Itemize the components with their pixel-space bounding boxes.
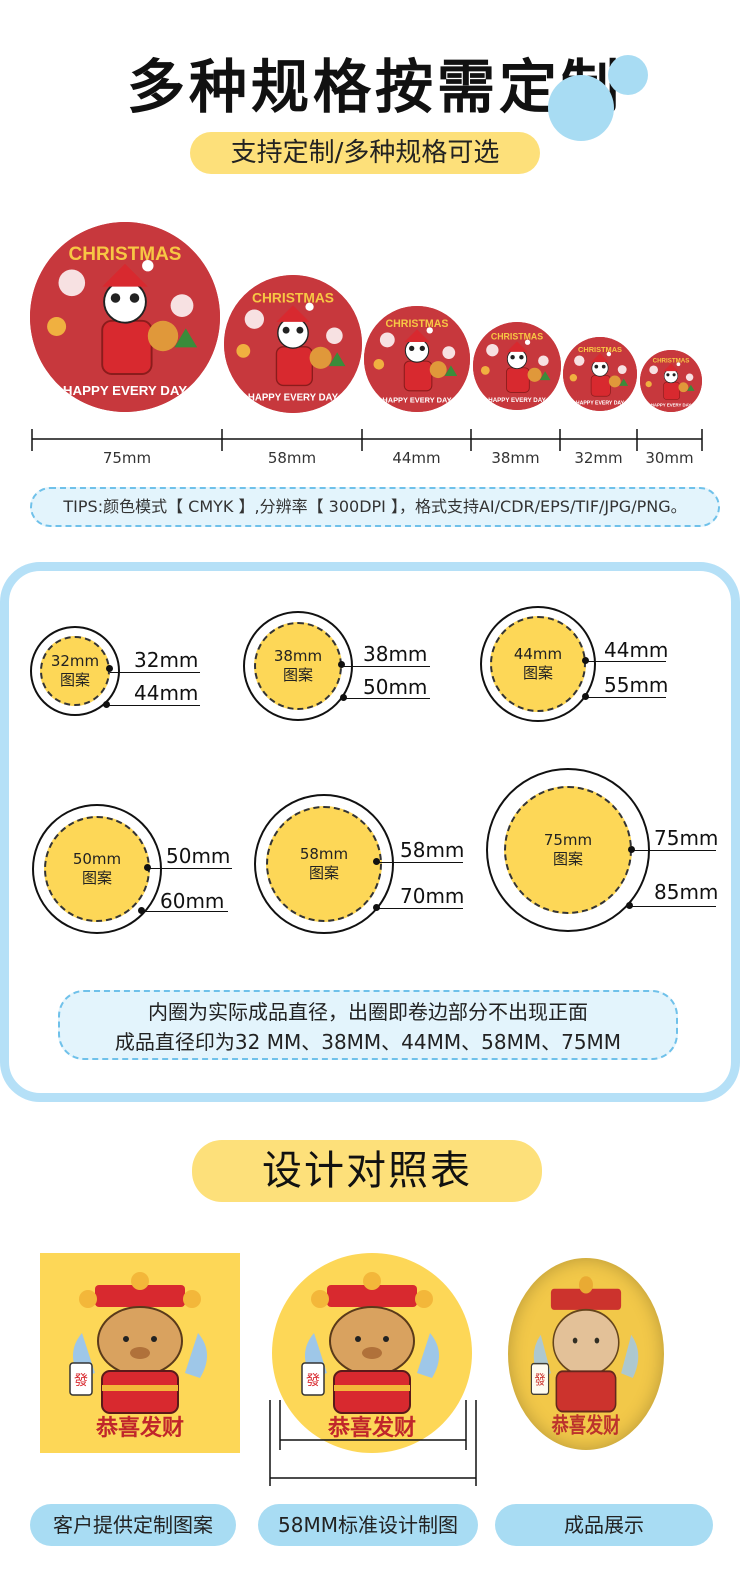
marker-dot xyxy=(582,657,589,664)
dim-label-30: 30mm xyxy=(645,449,694,467)
marker-dot xyxy=(373,858,380,865)
inner-mm-44: 44mm xyxy=(604,638,669,662)
caption-58mm-design: 58MM标准设计制图 xyxy=(258,1504,478,1546)
design-section-title: 设计对照表 xyxy=(192,1140,542,1202)
leader-line xyxy=(632,850,716,851)
design-58mm-circle: 發 恭喜发财 xyxy=(272,1253,472,1453)
inner-size-label: 38mm xyxy=(273,647,323,665)
inner-pattern-38: 38mm 图案 xyxy=(254,622,342,710)
pattern-label: 图案 xyxy=(522,664,553,682)
badge-32mm xyxy=(563,337,637,411)
inner-mm-38: 38mm xyxy=(363,642,428,666)
marker-dot xyxy=(626,902,633,909)
blessing-text: 恭喜发财 xyxy=(327,1415,416,1441)
leader-line xyxy=(586,661,666,662)
blessing-text: 恭喜发财 xyxy=(551,1413,621,1438)
leader-line xyxy=(344,698,430,699)
leader-line xyxy=(148,868,232,869)
diameter-note: 内圈为实际成品直径，出圈即卷边部分不出现正面 成品直径印为32 MM、38MM、… xyxy=(58,990,678,1060)
page-title: 多种规格按需定制 xyxy=(126,53,623,121)
dimension-ruler xyxy=(31,429,703,451)
leader-line xyxy=(377,862,463,863)
leader-line xyxy=(377,908,463,909)
decor-bubble-large xyxy=(548,75,614,141)
inner-pattern-32: 32mm 图案 xyxy=(40,636,110,706)
blessing-text: 恭喜发财 xyxy=(95,1415,184,1441)
pattern-label: 图案 xyxy=(81,869,112,887)
badge-44mm xyxy=(364,306,470,412)
leader-line xyxy=(106,705,200,706)
marker-dot xyxy=(106,665,113,672)
leader-line xyxy=(110,672,200,673)
marker-dot xyxy=(338,661,345,668)
leader-line xyxy=(342,666,430,667)
badge-75mm xyxy=(30,222,220,412)
badge-38mm xyxy=(473,322,561,410)
inner-mm-32: 32mm xyxy=(134,648,199,672)
inner-size-label: 58mm xyxy=(299,845,349,863)
dim-label-44: 44mm xyxy=(392,449,441,467)
marker-dot xyxy=(340,694,347,701)
marker-dot xyxy=(582,693,589,700)
leader-line xyxy=(142,911,228,912)
leader-line xyxy=(586,697,666,698)
fa-char: 發 xyxy=(74,1373,88,1389)
subtitle-pill: 支持定制/多种规格可选 xyxy=(190,132,540,174)
outer-mm-85: 85mm xyxy=(654,880,719,904)
tips-banner: TIPS:颜色模式【 CMYK 】,分辨率【 300DPI 】，格式支持AI/C… xyxy=(30,487,720,527)
pattern-label: 图案 xyxy=(282,666,313,684)
pattern-label: 图案 xyxy=(308,864,339,882)
outer-mm-70: 70mm xyxy=(400,884,465,908)
outer-mm-60: 60mm xyxy=(160,889,225,913)
finished-product: 發 恭喜发财 xyxy=(508,1258,664,1450)
inner-size-label: 75mm xyxy=(543,831,593,849)
note-line-2: 成品直径印为32 MM、38MM、44MM、58MM、75MM xyxy=(114,1030,622,1054)
dim-label-58: 58mm xyxy=(267,449,317,467)
badge-58mm xyxy=(224,275,362,413)
decor-bubble-small xyxy=(608,55,648,95)
fa-char: 發 xyxy=(535,1372,546,1388)
inner-mm-58: 58mm xyxy=(400,838,465,862)
inner-size-label: 50mm xyxy=(72,850,122,868)
inner-pattern-44: 44mm 图案 xyxy=(490,616,586,712)
caption-finished-product: 成品展示 xyxy=(495,1504,713,1546)
inner-size-label: 32mm xyxy=(50,652,100,670)
pattern-label: 图案 xyxy=(552,850,583,868)
marker-dot xyxy=(103,701,110,708)
dim-label-32: 32mm xyxy=(574,449,623,467)
inner-size-label: 44mm xyxy=(513,645,563,663)
inner-mm-75: 75mm xyxy=(654,826,719,850)
inner-mm-50: 50mm xyxy=(166,844,231,868)
badge-30mm xyxy=(640,350,702,412)
inner-pattern-50: 50mm 图案 xyxy=(44,816,150,922)
marker-dot xyxy=(628,846,635,853)
pattern-label: 图案 xyxy=(59,671,90,689)
marker-dot xyxy=(144,864,151,871)
outer-mm-44: 44mm xyxy=(134,681,199,705)
fa-char: 發 xyxy=(306,1373,320,1389)
caption-customer-artwork: 客户提供定制图案 xyxy=(30,1504,236,1546)
dim-label-38: 38mm xyxy=(491,449,540,467)
marker-dot xyxy=(373,904,380,911)
inner-pattern-75: 75mm 图案 xyxy=(504,786,632,914)
outer-mm-55: 55mm xyxy=(604,673,669,697)
outer-mm-50: 50mm xyxy=(363,675,428,699)
dim-label-75: 75mm xyxy=(102,449,152,467)
customer-artwork: 發 恭喜发财 xyxy=(40,1253,240,1453)
marker-dot xyxy=(138,907,145,914)
leader-line xyxy=(630,906,716,907)
inner-pattern-58: 58mm 图案 xyxy=(266,806,382,922)
note-line-1: 内圈为实际成品直径，出圈即卷边部分不出现正面 xyxy=(148,1000,588,1024)
design-dimension-lines xyxy=(269,1400,477,1486)
